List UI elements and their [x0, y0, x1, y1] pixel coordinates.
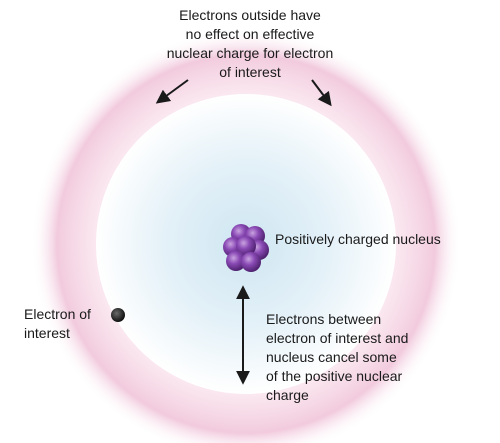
nucleon	[226, 251, 246, 271]
outer-note-line: nuclear charge for electron	[166, 45, 334, 61]
outer-note-line: Electrons outside have	[179, 7, 321, 23]
nucleus	[223, 224, 269, 272]
shielding-note-line: electron of interest and	[266, 330, 409, 346]
shielding-note: Electrons between electron of interest a…	[266, 310, 408, 405]
shielding-note-line: charge	[266, 387, 309, 403]
left-outer-arrow	[155, 79, 189, 104]
electron-label-line: interest	[24, 325, 70, 341]
shielding-note-line: Electrons between	[266, 311, 382, 327]
electron-label-line: Electron of	[24, 306, 91, 322]
nucleus-label-line: Positively charged nucleus	[275, 231, 441, 247]
shielding-note-line: of the positive nuclear	[266, 368, 403, 384]
shielding-note-line: nucleus cancel some	[266, 349, 397, 365]
nucleus-label: Positively charged nucleus	[275, 230, 441, 249]
electron-of-interest	[111, 308, 125, 322]
outer-electrons-note: Electrons outside have no effect on effe…	[130, 6, 370, 82]
right-outer-arrow	[311, 79, 332, 107]
outer-note-line: no effect on effective	[185, 26, 315, 42]
nucleon	[241, 252, 261, 272]
nucleon	[236, 236, 256, 256]
outer-note-line: of interest	[219, 64, 281, 80]
electron-label: Electron of interest	[24, 305, 91, 343]
